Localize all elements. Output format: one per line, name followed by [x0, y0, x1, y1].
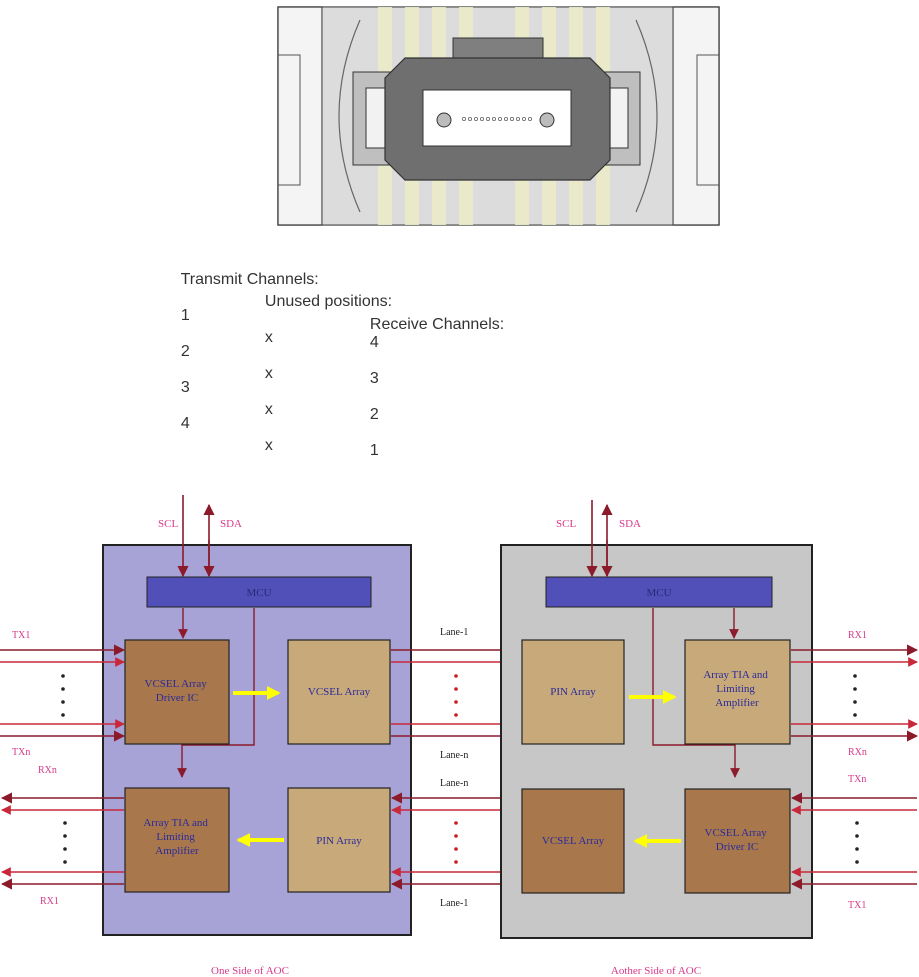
- optical-lanes: Lane-1 Lane-n Lane-n Lane-1: [390, 627, 523, 909]
- lane-top-1-label: Lane-1: [440, 627, 468, 638]
- left-tia-block: [124, 787, 230, 893]
- left-vcsel-array-block: [287, 639, 391, 745]
- unused-positions-row: Unused positions: x x x x: [256, 275, 392, 455]
- tx-channel: 3: [180, 379, 190, 396]
- right-tia-block: [684, 639, 791, 745]
- tx-channel: 4: [180, 415, 190, 432]
- tx-channel: 2: [180, 343, 190, 360]
- guide-pin-right: [539, 112, 555, 128]
- unused-mark: x: [264, 329, 273, 346]
- transmit-channels-label: Transmit Channels:: [180, 271, 319, 288]
- right-txn-label: TXn: [848, 774, 866, 785]
- left-scl-label: SCL: [158, 518, 178, 530]
- rx-channel: 1: [369, 442, 379, 459]
- left-rx1-label: RX1: [40, 896, 59, 907]
- right-vcsel-driver-label: VCSEL Array Driver IC: [705, 827, 770, 853]
- left-txn-label: TXn: [12, 747, 30, 758]
- lane-bot-1-label: Lane-1: [440, 898, 468, 909]
- transmit-channels-row: Transmit Channels: 1 2 3 4: [172, 253, 319, 433]
- lane-bot-n-label: Lane-n: [440, 778, 468, 789]
- left-sda-label: SDA: [220, 518, 242, 530]
- right-tx1-label: TX1: [848, 900, 866, 911]
- left-vcsel-driver-label: VCSEL Array Driver IC: [145, 678, 210, 704]
- receive-channels-label: Receive Channels:: [369, 316, 505, 333]
- right-pin-array-label: PIN Array: [550, 686, 596, 698]
- left-pin-array-block: [287, 787, 391, 893]
- right-pin-array-block: [521, 639, 625, 745]
- aoc-block-diagram: MCU SCL SDA VCSEL Array Driver IC VCSEL …: [0, 495, 919, 977]
- rx-channel: 3: [369, 370, 379, 387]
- right-tia-label: Array TIA and Limiting Amplifier: [703, 669, 770, 709]
- rx-channel: 4: [369, 334, 379, 351]
- unused-positions-label: Unused positions:: [264, 293, 393, 310]
- right-mcu-block: [545, 576, 773, 608]
- rx-channel: 2: [369, 406, 379, 423]
- lane-top-n-label: Lane-n: [440, 750, 468, 761]
- right-scl-label: SCL: [556, 518, 576, 530]
- right-side-caption: Aother Side of AOC: [611, 965, 701, 977]
- right-sda-label: SDA: [619, 518, 641, 530]
- left-tx1-label: TX1: [12, 630, 30, 641]
- unused-mark: x: [264, 437, 273, 454]
- right-mcu-label: MCU: [646, 587, 671, 599]
- connector-key: [452, 37, 544, 59]
- fiber-holes: [461, 117, 533, 122]
- left-mcu-label: MCU: [246, 587, 271, 599]
- receive-channels-row: Receive Channels: 4 3 2 1: [361, 298, 504, 460]
- right-rxn-label: RXn: [848, 747, 867, 758]
- right-rx1-label: RX1: [848, 630, 867, 641]
- left-tia-label: Array TIA and Limiting Amplifier: [143, 817, 210, 857]
- left-side-of-aoc: MCU SCL SDA VCSEL Array Driver IC VCSEL …: [0, 495, 412, 977]
- left-vcsel-driver-block: [124, 639, 230, 745]
- connector-right-flange: [672, 6, 720, 226]
- unused-mark: x: [264, 401, 273, 418]
- right-side-of-aoc: MCU SCL SDA PIN Array Array TIA and Limi…: [500, 500, 919, 977]
- left-rxn-label: RXn: [38, 765, 57, 776]
- right-vcsel-array-label: VCSEL Array: [542, 835, 605, 847]
- unused-mark: x: [264, 365, 273, 382]
- left-side-caption: One Side of AOC: [211, 965, 289, 977]
- right-vcsel-array-block: [521, 788, 625, 894]
- left-vcsel-array-label: VCSEL Array: [308, 686, 371, 698]
- left-mcu-block: [146, 576, 372, 608]
- mpo-connector-illustration: [277, 6, 720, 226]
- left-pin-array-label: PIN Array: [316, 835, 362, 847]
- tx-channel: 1: [180, 307, 190, 324]
- guide-pin-left: [436, 112, 452, 128]
- right-vcsel-driver-block: [684, 788, 791, 894]
